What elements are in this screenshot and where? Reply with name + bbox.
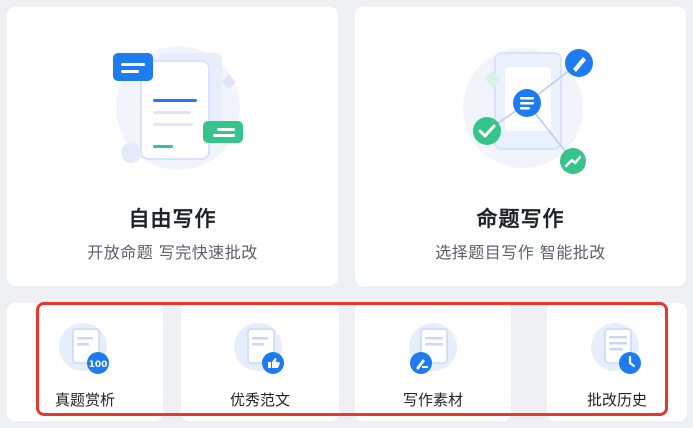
free-writing-subtitle: 开放命题 写完快速批改 bbox=[87, 243, 258, 262]
tool-model-essays[interactable]: 优秀范文 bbox=[181, 303, 339, 421]
document-thumbs-up-icon bbox=[234, 323, 284, 374]
free-writing-card[interactable]: 自由写作 开放命题 写完快速批改 bbox=[7, 7, 338, 286]
document-score-icon: 100 bbox=[59, 323, 109, 374]
topic-writing-subtitle: 选择题目写作 智能批改 bbox=[435, 243, 606, 262]
tools-row: 100 真题赏析 优秀范文 bbox=[7, 303, 687, 421]
document-clock-icon bbox=[591, 323, 641, 374]
tool-label: 批改历史 bbox=[586, 391, 647, 409]
free-writing-title: 自由写作 bbox=[128, 207, 217, 231]
topic-writing-card[interactable]: 命题写作 选择题目写作 智能批改 bbox=[355, 7, 686, 286]
tool-label: 优秀范文 bbox=[229, 391, 290, 409]
document-pen-icon bbox=[409, 323, 457, 374]
tool-past-exam-analysis[interactable]: 100 真题赏析 bbox=[7, 303, 163, 421]
free-writing-illustration-icon bbox=[112, 46, 243, 170]
tool-grading-history[interactable]: 批改历史 bbox=[547, 303, 687, 421]
tool-label: 写作素材 bbox=[402, 391, 463, 409]
tool-writing-materials[interactable]: 写作素材 bbox=[355, 303, 511, 421]
svg-text:100: 100 bbox=[89, 360, 108, 370]
tool-label: 真题赏析 bbox=[54, 391, 115, 409]
topic-writing-title: 命题写作 bbox=[476, 207, 565, 231]
topic-writing-illustration-icon bbox=[462, 48, 593, 174]
